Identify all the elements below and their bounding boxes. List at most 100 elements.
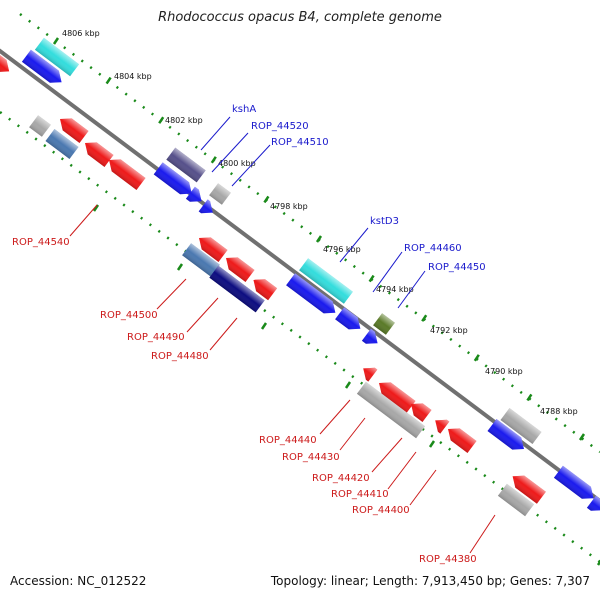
gene-label-rop44460[interactable]: ROP_44460 <box>404 243 462 254</box>
leader-rop44410 <box>387 451 417 490</box>
gene-steel-44500[interactable] <box>182 243 220 277</box>
scale-label-4806: 4806 kbp <box>62 29 100 38</box>
gene-label-rop44510[interactable]: ROP_44510 <box>271 137 329 148</box>
leader-rop44430 <box>339 417 366 451</box>
gene-rop44410-shading <box>435 419 450 434</box>
gene-label-rop44410[interactable]: ROP_44410 <box>331 489 389 500</box>
gene-navy-44490[interactable] <box>209 265 265 313</box>
gene-blue-4789[interactable] <box>487 418 529 455</box>
lower-scale-tick-3 <box>344 381 352 389</box>
gene-label-rop44480[interactable]: ROP_44480 <box>151 351 209 362</box>
gene-grey-44545[interactable] <box>29 115 51 137</box>
scale-label-4804: 4804 kbp <box>114 72 152 81</box>
gene-label-rop44420[interactable]: ROP_44420 <box>312 473 370 484</box>
gene-red-edge[interactable] <box>0 54 14 78</box>
gene-rop44430[interactable] <box>356 381 426 439</box>
gene-blue-kshA[interactable] <box>153 162 197 199</box>
gene-blue-kstD3[interactable] <box>286 273 340 319</box>
leader-rop44450 <box>397 270 426 309</box>
top-gene-labels: kshA ROP_44520 ROP_44510 kstD3 ROP_44460… <box>232 104 486 273</box>
gene-blue-edge-shading <box>586 495 600 511</box>
gene-rop44490[interactable] <box>222 252 255 283</box>
gene-label-rop44500[interactable]: ROP_44500 <box>100 310 158 321</box>
gene-grey-44545-shading <box>29 115 51 137</box>
gene-navy-44490-shading <box>209 265 265 313</box>
scale-label-4802: 4802 kbp <box>165 116 203 125</box>
leader-rop44510 <box>231 144 271 187</box>
gene-blue-4787[interactable] <box>553 465 598 504</box>
gene-blue-44460b-shading <box>361 328 378 344</box>
leader-rop44440 <box>319 399 351 435</box>
gene-blue-4787-shading <box>553 465 594 499</box>
gene-rop44500[interactable] <box>195 232 228 263</box>
gene-blue-44460b[interactable] <box>361 328 382 349</box>
gene-rop44420-shading <box>411 403 432 423</box>
gene-kstD3[interactable] <box>299 258 353 304</box>
gene-blue-4789-shading <box>487 418 524 450</box>
gene-kshA[interactable] <box>166 147 206 183</box>
gene-rop44540-d[interactable] <box>105 154 146 191</box>
leader-rop44480 <box>209 317 238 351</box>
leader-kstD3 <box>339 227 369 263</box>
gene-label-rop44430[interactable]: ROP_44430 <box>282 452 340 463</box>
gene-rop44460[interactable] <box>335 307 365 335</box>
gene-rop44450[interactable] <box>373 313 395 335</box>
gene-rop44460-shading <box>335 307 361 330</box>
gene-rop44540-c[interactable] <box>81 137 114 168</box>
lower-scale-tick-0 <box>92 204 100 212</box>
gene-rop44540-b[interactable] <box>56 113 89 144</box>
gene-label-rop44520[interactable]: ROP_44520 <box>251 121 309 132</box>
gene-features <box>0 37 600 517</box>
gene-rop44540-a[interactable] <box>45 128 79 160</box>
accession-text: Accession: NC_012522 <box>10 574 147 588</box>
gene-label-rop44440[interactable]: ROP_44440 <box>259 435 317 446</box>
upper-scale-tick-4 <box>263 195 270 204</box>
gene-blue-4805[interactable] <box>21 49 66 88</box>
gene-label-kstD3[interactable]: kstD3 <box>370 216 399 227</box>
gene-rop44420[interactable] <box>407 398 432 423</box>
upper-scale-tick-1 <box>105 76 112 85</box>
gene-rop44400-shading <box>448 428 477 454</box>
scale-label-4800: 4800 kbp <box>218 159 256 168</box>
scale-label-4792: 4792 kbp <box>430 326 468 335</box>
gene-rop44520[interactable] <box>185 186 206 207</box>
upper-scale-tick-8 <box>473 354 480 362</box>
gene-label-rop44490[interactable]: ROP_44490 <box>127 332 185 343</box>
gene-grey-44510[interactable] <box>209 183 231 205</box>
gene-kstD3-shading <box>299 258 353 304</box>
gene-rop44520-shading <box>185 186 202 202</box>
gene-red-44440a[interactable] <box>359 362 378 382</box>
gene-rop44510[interactable] <box>198 199 218 218</box>
gene-grey-4789-shading <box>500 407 542 445</box>
gene-grey-44380[interactable] <box>497 483 535 517</box>
gene-label-rop44540[interactable]: ROP_44540 <box>12 237 70 248</box>
gene-rop44380[interactable] <box>508 470 546 504</box>
lower-scale-tick-2 <box>260 322 268 330</box>
gene-rop44400[interactable] <box>444 423 477 454</box>
upper-scale-ticks <box>52 37 586 441</box>
gene-rop44450-shading <box>373 313 395 335</box>
gene-rop44480[interactable] <box>249 274 278 301</box>
gene-label-kshA[interactable]: kshA <box>232 104 256 115</box>
gene-rop44490-shading <box>226 257 255 283</box>
gene-cyan-4806[interactable] <box>34 37 80 77</box>
gene-rop44540-c-shading <box>85 142 114 168</box>
gene-rop44540-d-shading <box>109 159 146 191</box>
gene-red-44440a-shading <box>363 367 378 382</box>
gene-rop44440[interactable] <box>375 377 416 414</box>
gene-kshA-shading <box>166 147 206 183</box>
gene-blue-kshA-shading <box>153 162 192 195</box>
leader-kshA <box>200 116 231 151</box>
upper-scale-tick-3 <box>210 156 217 164</box>
gene-steel-44500-shading <box>182 243 220 277</box>
gene-grey-4789[interactable] <box>500 407 542 445</box>
gene-rop44500-shading <box>199 237 228 263</box>
gene-label-rop44450[interactable]: ROP_44450 <box>428 262 486 273</box>
gene-cyan-4806-shading <box>34 37 80 77</box>
gene-label-rop44400[interactable]: ROP_44400 <box>352 505 410 516</box>
gene-blue-edge[interactable] <box>586 495 600 516</box>
gene-rop44410[interactable] <box>431 414 450 434</box>
gene-label-rop44380[interactable]: ROP_44380 <box>419 554 477 565</box>
upper-scale-tick-0 <box>52 37 60 45</box>
